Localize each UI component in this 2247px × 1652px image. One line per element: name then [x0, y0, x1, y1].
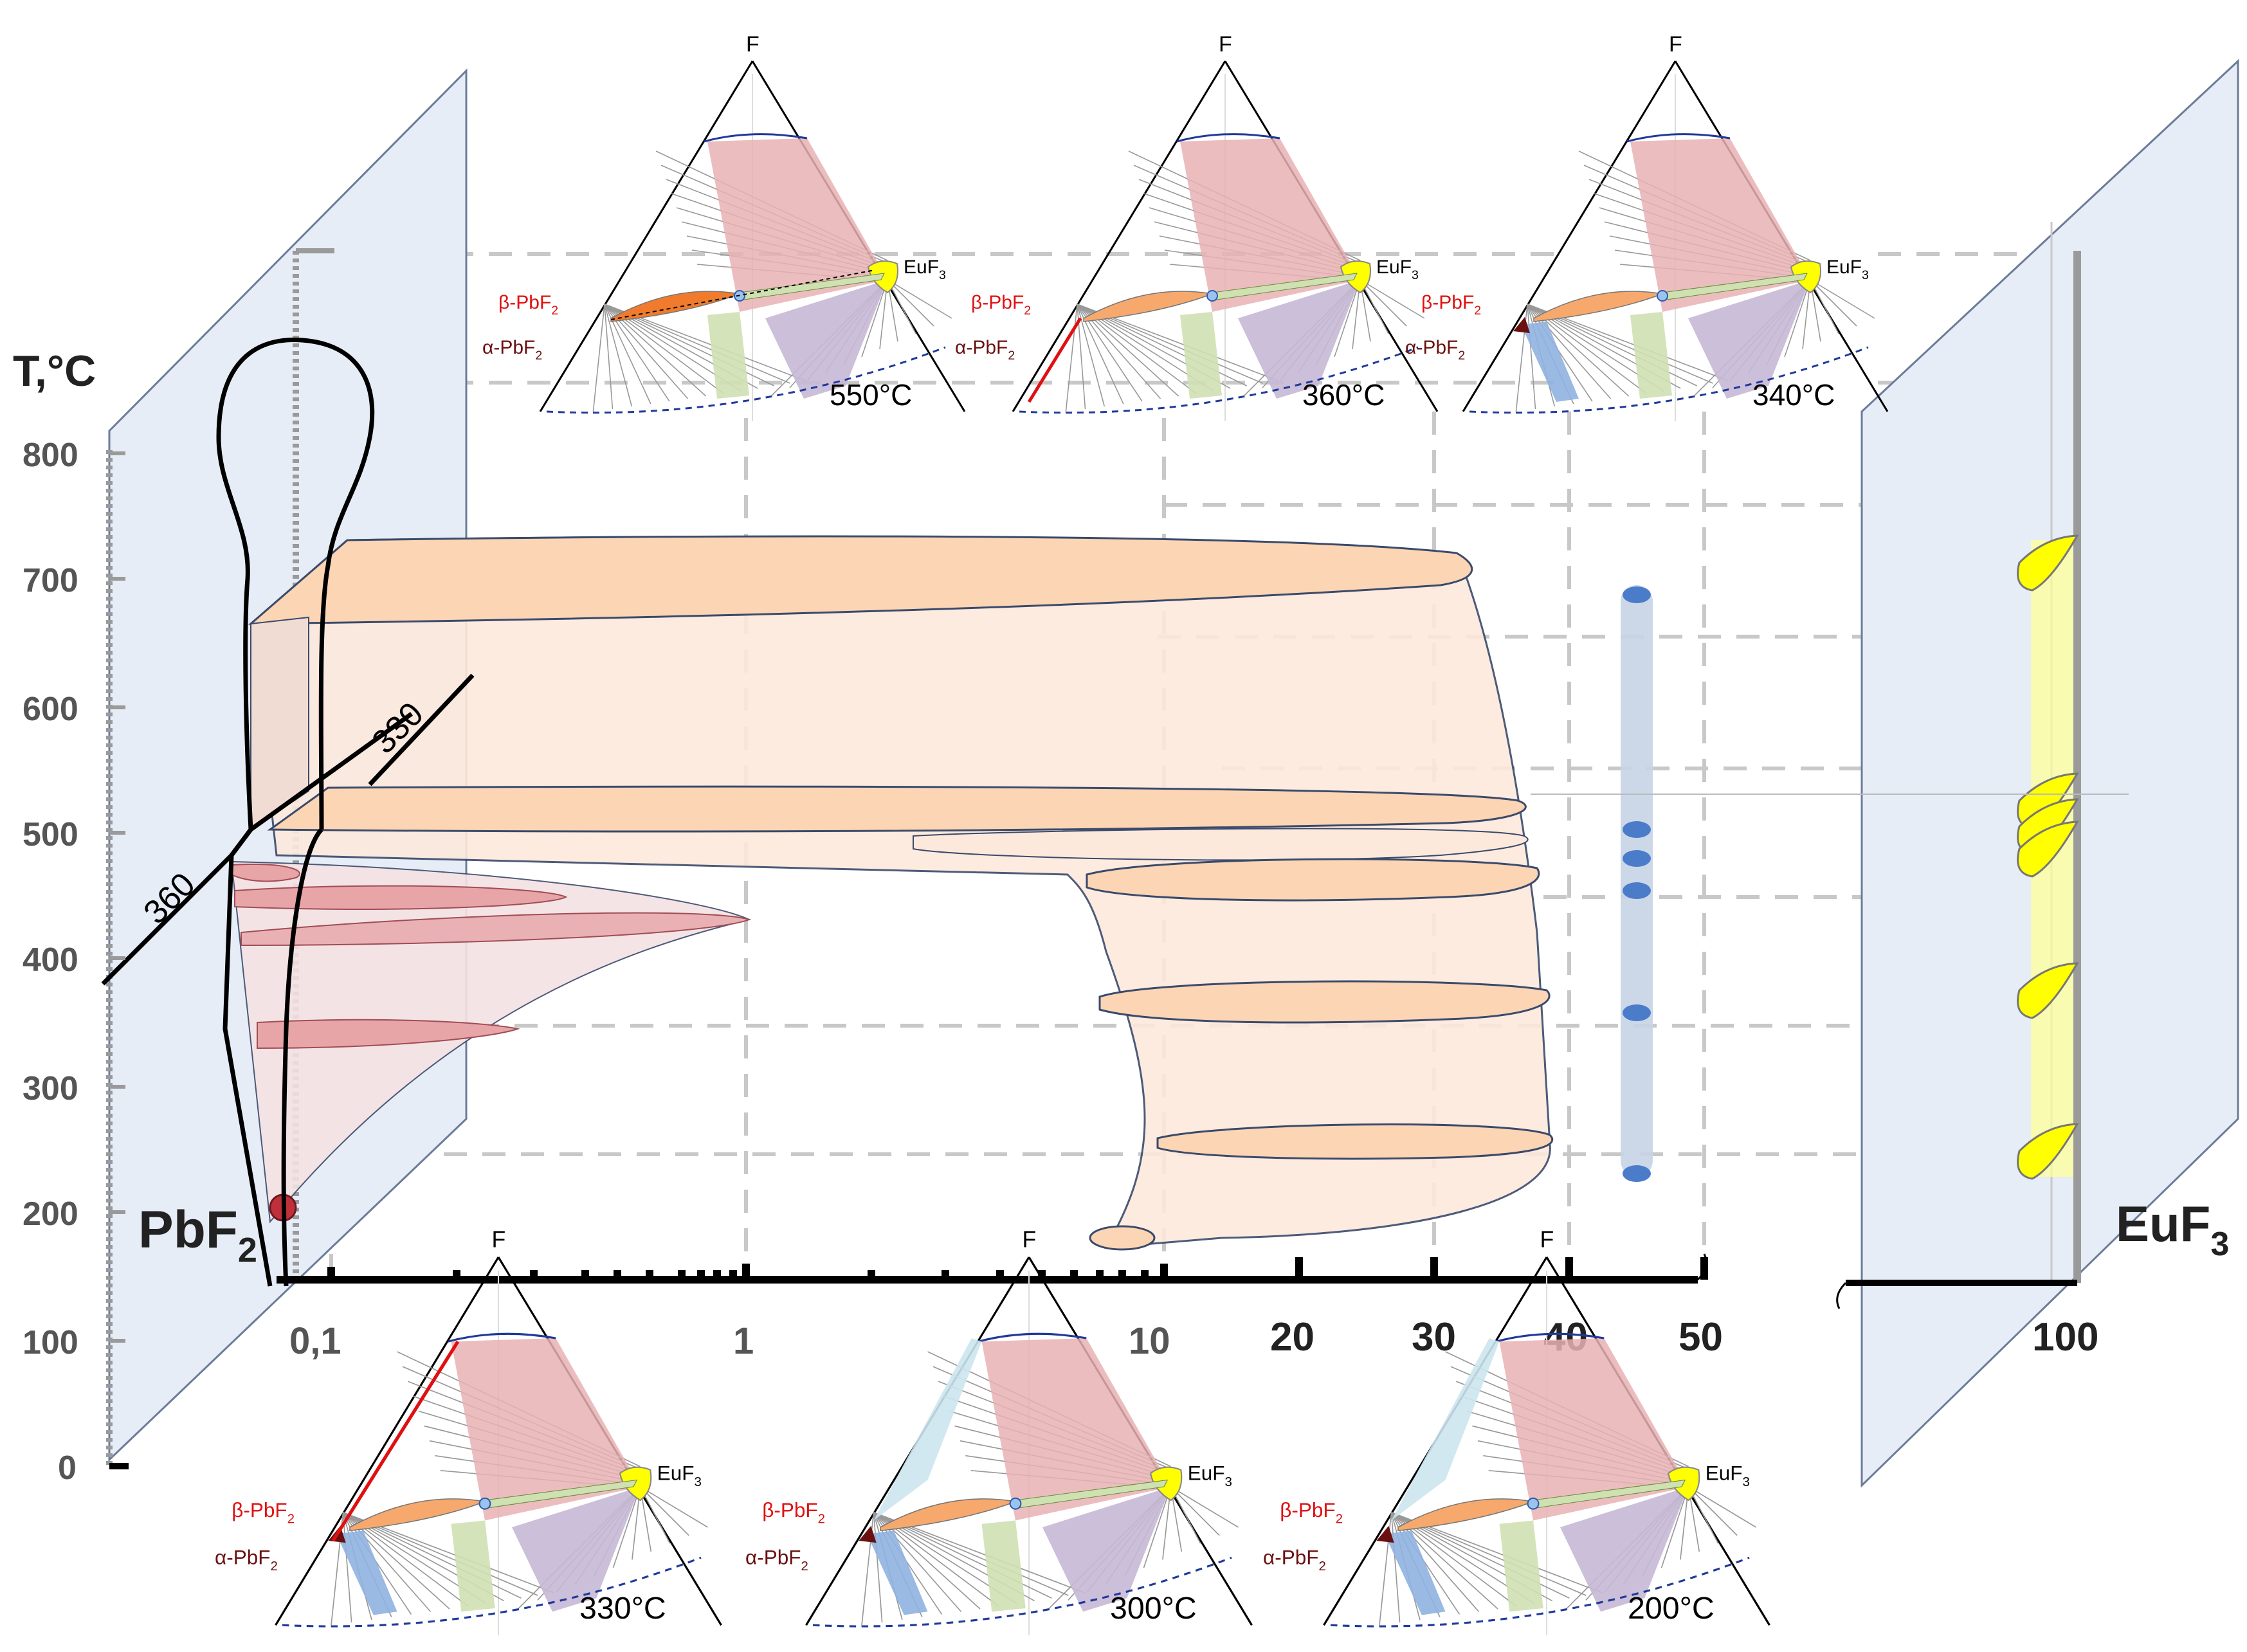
- ternary-inset-360: F EuF3 β-PbF2 α-PbF2 360°C: [955, 32, 1439, 421]
- t-tick-500: 500: [23, 816, 78, 853]
- t-tick-700: 700: [23, 562, 78, 599]
- temperature-label: 360°C: [1302, 378, 1385, 412]
- apex-label-f: F: [1540, 1226, 1554, 1252]
- x-axis: [277, 1253, 2077, 1309]
- t-axis-title: T,°C: [13, 347, 96, 395]
- t-tick-400: 400: [23, 941, 78, 979]
- vertex-label-euf3: EuF3: [657, 1462, 702, 1489]
- phase-label-beta-pbf2: β-PbF2: [1421, 292, 1481, 318]
- ternary-inset-200: F EuF3 β-PbF2 α-PbF2 200°C: [1263, 1226, 1770, 1635]
- vertex-label-euf3: EuF3: [1188, 1462, 1232, 1489]
- t-tick-200: 200: [23, 1195, 78, 1233]
- t-tick-300: 300: [23, 1070, 78, 1107]
- temperature-label: 340°C: [1752, 378, 1835, 412]
- apex-label-f: F: [1669, 32, 1682, 57]
- ternary-inset-340: F EuF3 β-PbF2 α-PbF2 340°C: [1405, 32, 1889, 421]
- temperature-label: 550°C: [830, 378, 912, 412]
- vertex-label-euf3: EuF3: [1826, 257, 1869, 282]
- apex-label-f: F: [492, 1226, 506, 1252]
- apex-label-f: F: [1023, 1226, 1037, 1252]
- temperature-label: 200°C: [1628, 1591, 1715, 1626]
- phase-label-beta-pbf2: β-PbF2: [1280, 1498, 1343, 1526]
- x-tick-50: 50: [1678, 1315, 1723, 1359]
- phase-label-beta-pbf2: β-PbF2: [498, 292, 558, 318]
- t-tick-0: 0: [58, 1449, 77, 1487]
- phase-label-alpha-pbf2: α-PbF2: [482, 337, 542, 363]
- vertex-label-euf3: EuF3: [1376, 257, 1419, 282]
- apex-label-f: F: [746, 32, 760, 57]
- phase-surfaces: [230, 535, 1554, 1251]
- liquidus-curves: [101, 338, 475, 1287]
- t-tick-600: 600: [23, 691, 78, 728]
- phase-label-alpha-pbf2: α-PbF2: [745, 1546, 808, 1574]
- ternary-inset-550: F EuF3 β-PbF2 α-PbF2 550°C: [482, 32, 966, 421]
- temperature-label: 330°C: [579, 1591, 666, 1626]
- x-tick-0-1: 0,1: [289, 1320, 341, 1362]
- phase-label-alpha-pbf2: α-PbF2: [1263, 1546, 1326, 1574]
- temperature-label: 300°C: [1110, 1591, 1197, 1626]
- phase-label-alpha-pbf2: α-PbF2: [1405, 337, 1465, 363]
- vertex-label-euf3: EuF3: [1706, 1462, 1750, 1489]
- t-tick-100: 100: [23, 1324, 78, 1361]
- x-tick-10: 10: [1129, 1320, 1170, 1362]
- component-pbf2: PbF2: [138, 1201, 257, 1269]
- ternary-inset-330: F EuF3 β-PbF2 α-PbF2 330°C: [215, 1226, 722, 1635]
- t-axis-ticks: [109, 451, 125, 1343]
- apex-label-f: F: [1219, 32, 1232, 57]
- composition-line: [1621, 585, 1653, 1182]
- t-tick-800: 800: [23, 437, 78, 474]
- vertex-label-euf3: EuF3: [904, 257, 946, 282]
- x-tick-1: 1: [733, 1320, 754, 1362]
- phase-label-beta-pbf2: β-PbF2: [762, 1498, 825, 1526]
- ternary-inset-300: F EuF3 β-PbF2 α-PbF2 300°C: [745, 1226, 1253, 1635]
- x-tick-30: 30: [1412, 1315, 1456, 1359]
- right-wall: [1860, 59, 2239, 1488]
- component-euf3: EuF3: [2116, 1195, 2229, 1263]
- x-tick-100: 100: [2032, 1315, 2098, 1359]
- phase-label-alpha-pbf2: α-PbF2: [955, 337, 1015, 363]
- phase-label-beta-pbf2: β-PbF2: [971, 292, 1031, 318]
- x-tick-20: 20: [1270, 1315, 1315, 1359]
- ternary-insets: FEuF3β-PbF2α-PbF2550°CFEuF3β-PbF2α-PbF23…: [215, 32, 1889, 1635]
- phase-label-beta-pbf2: β-PbF2: [232, 1498, 295, 1526]
- phase-label-alpha-pbf2: α-PbF2: [215, 1546, 278, 1574]
